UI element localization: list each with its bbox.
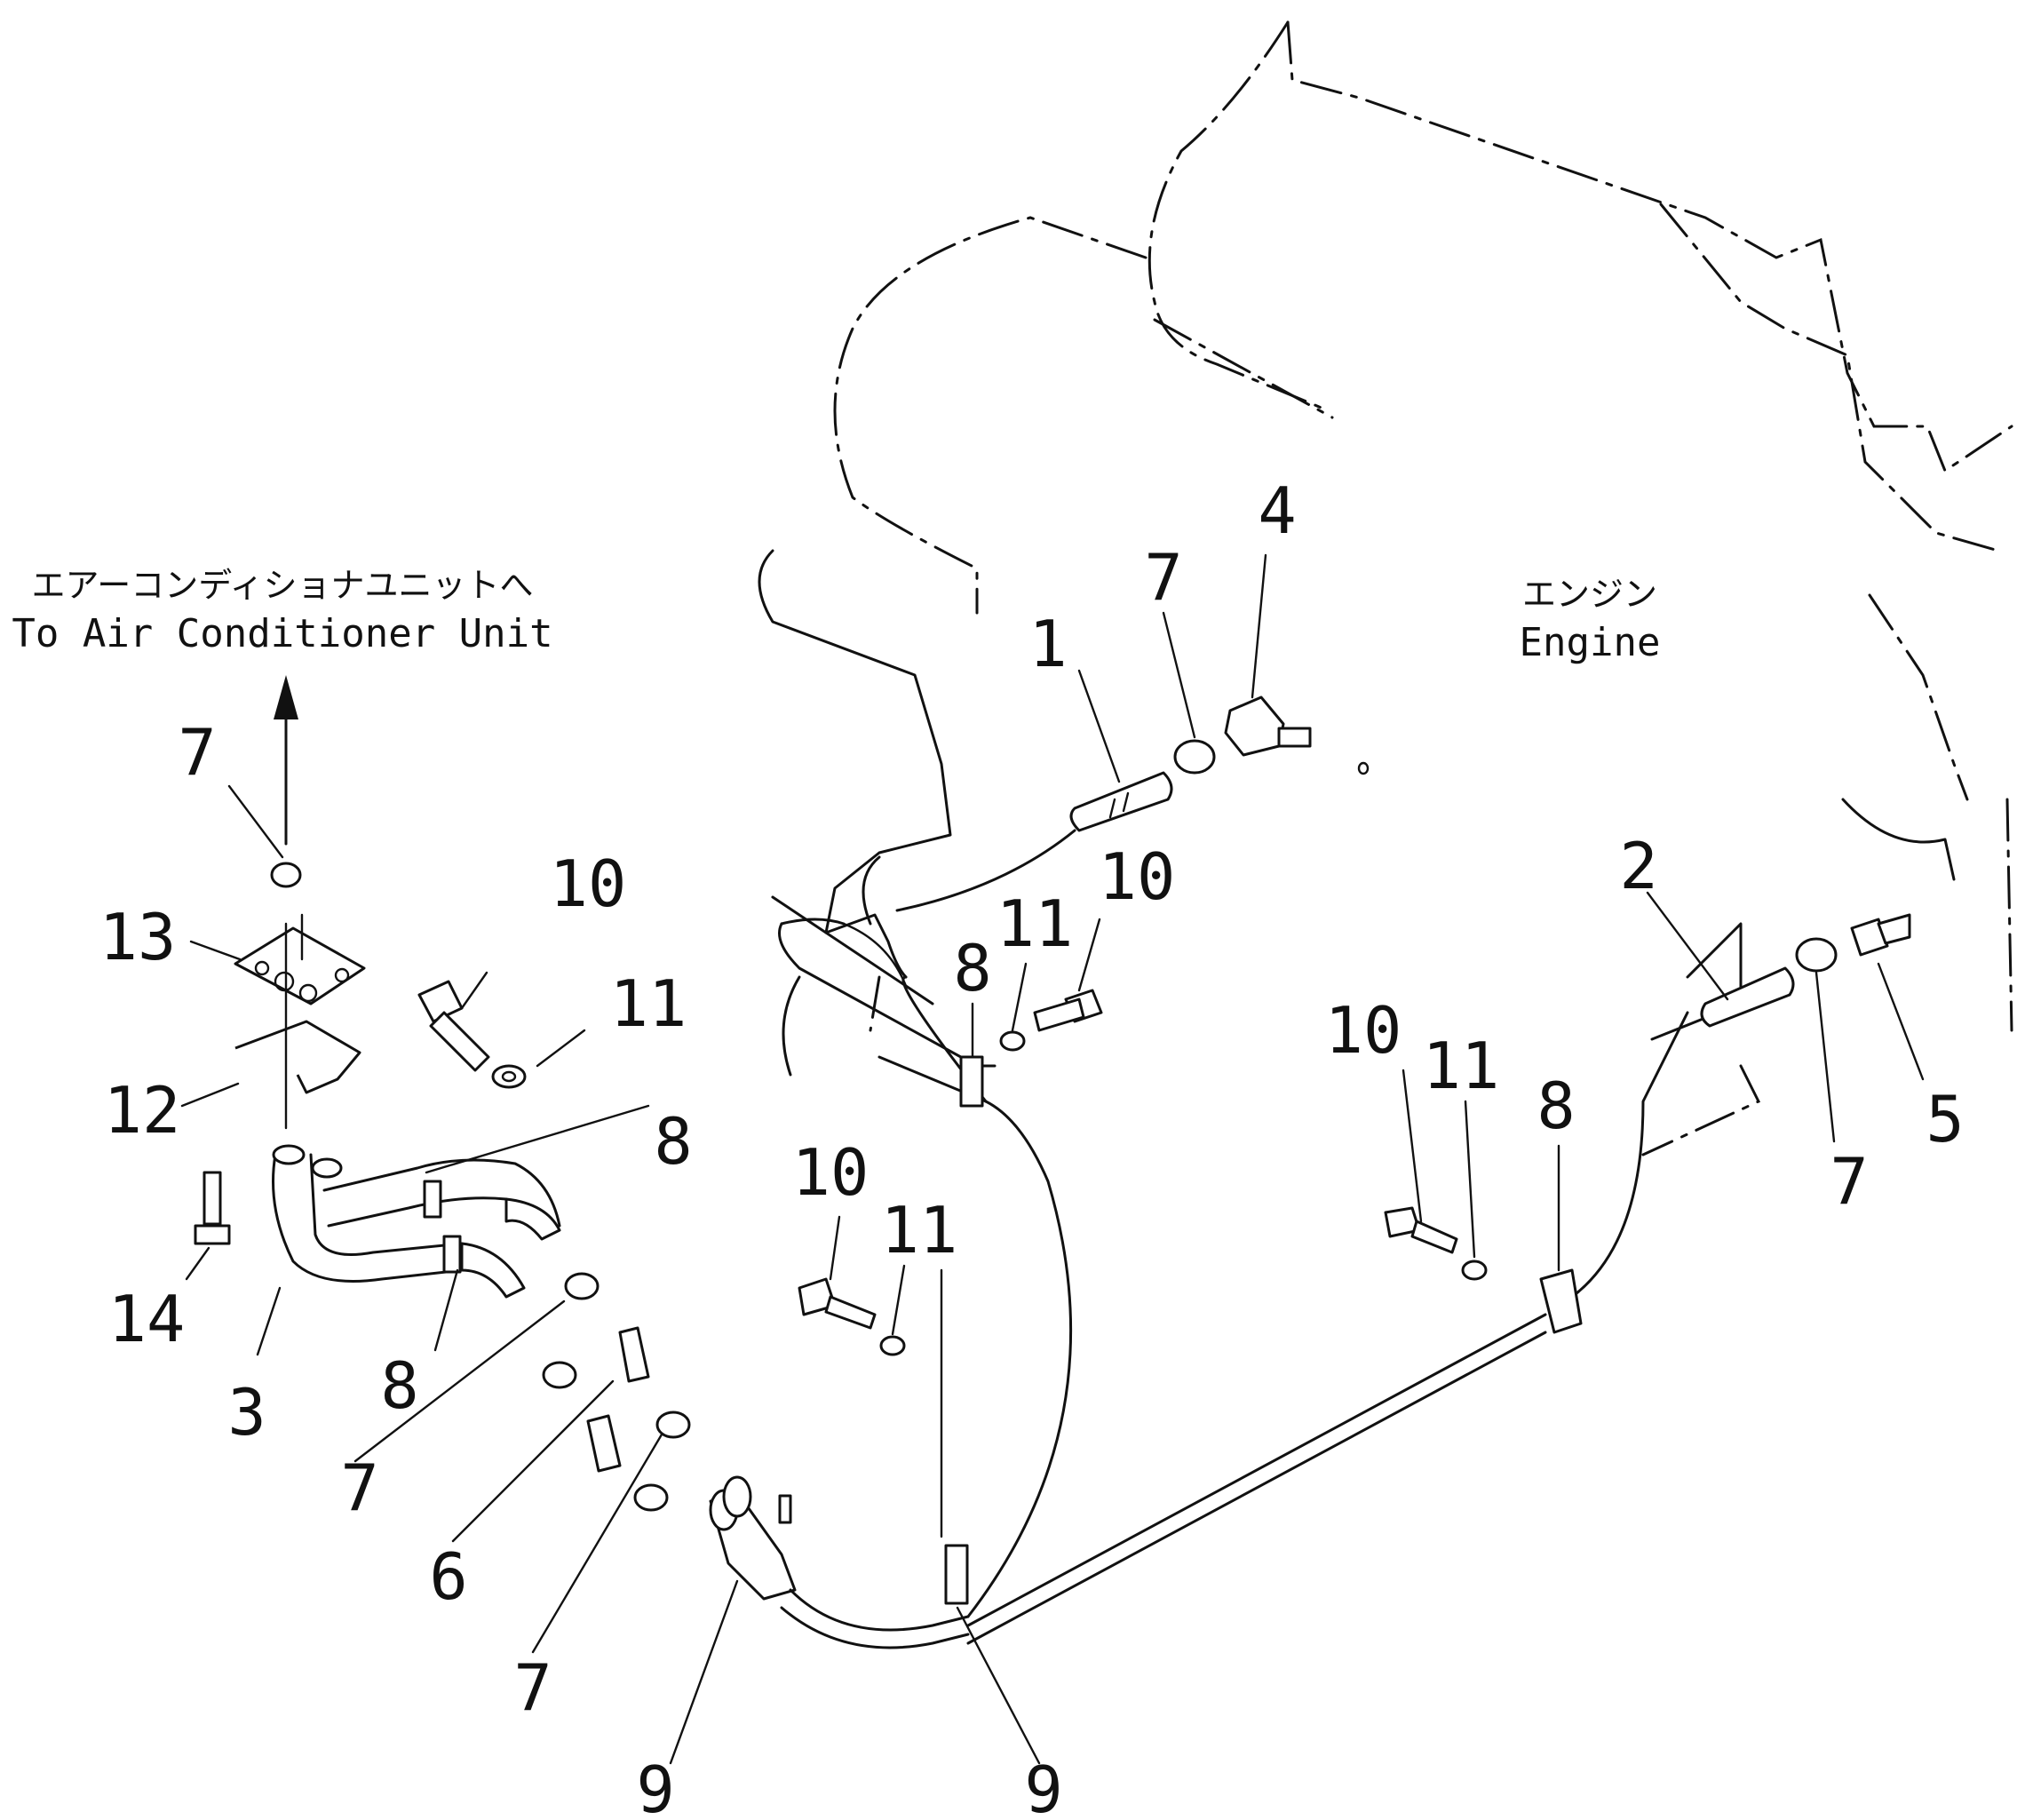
callout-13: 13: [99, 900, 177, 974]
callout-9: 9: [636, 1752, 674, 1820]
ac-unit-label-jp: エアーコンディショナユニットへ: [31, 566, 533, 605]
right-assembly: [798, 695, 1911, 1356]
arrow-to-ac-unit: [274, 675, 298, 846]
callout-5: 5: [1926, 1082, 1964, 1156]
callout-14: 14: [108, 1282, 186, 1356]
callout-7: 7: [1144, 540, 1182, 615]
engine-label: エンジン Engine: [1520, 575, 1661, 665]
callout-12: 12: [104, 1073, 181, 1148]
callout-10: 10: [1099, 839, 1176, 914]
callout-2: 2: [1619, 829, 1657, 903]
engine-label-jp: エンジン: [1522, 575, 1657, 614]
engine-label-en: Engine: [1520, 620, 1661, 665]
callout-9: 9: [1024, 1752, 1062, 1820]
callout-8: 8: [1537, 1069, 1575, 1143]
callout-8: 8: [380, 1348, 418, 1423]
callout-11: 11: [610, 966, 687, 1041]
callout-4: 4: [1258, 473, 1296, 548]
coolant-pipes: [771, 829, 1689, 1649]
left-assembly: [194, 862, 797, 1601]
callout-11: 11: [997, 886, 1074, 961]
callout-numbers: 7 13 12 14 3 8 10 11 8 7 6 7 9 9 10 11 1…: [99, 473, 1965, 1820]
callout-11: 11: [1423, 1029, 1500, 1103]
callout-3: 3: [227, 1375, 266, 1450]
ac-unit-label-en: To Air Conditioner Unit: [12, 611, 552, 656]
callout-7: 7: [1830, 1144, 1868, 1219]
callout-8: 8: [654, 1104, 692, 1179]
ac-unit-label: エアーコンディショナユニットへ To Air Conditioner Unit: [12, 566, 552, 656]
callout-8: 8: [953, 931, 991, 1005]
callout-1: 1: [1028, 607, 1067, 681]
callout-6: 6: [429, 1539, 467, 1614]
callout-10: 10: [1325, 993, 1402, 1068]
callout-11: 11: [881, 1193, 958, 1268]
engine-outline: [758, 20, 2013, 1156]
callout-7: 7: [513, 1650, 552, 1725]
callout-7: 7: [178, 715, 216, 790]
leader-lines: [180, 553, 1925, 1765]
callout-7: 7: [340, 1450, 378, 1525]
callout-10: 10: [550, 846, 627, 921]
callout-10: 10: [792, 1135, 870, 1210]
